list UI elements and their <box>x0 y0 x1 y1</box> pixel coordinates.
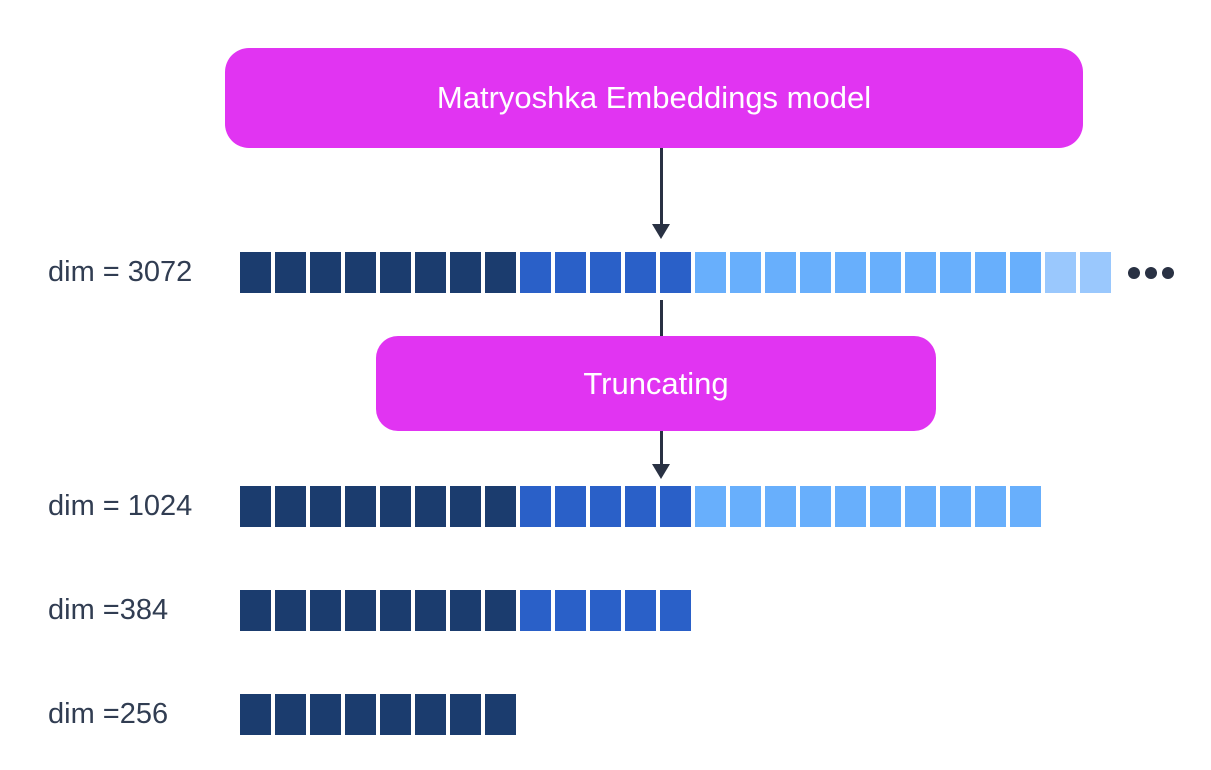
embedding-block-navy <box>345 486 376 527</box>
embedding-block-navy <box>310 486 341 527</box>
embedding-block-navy <box>240 694 271 735</box>
embedding-block-medium-blue <box>660 590 691 631</box>
embedding-block-navy <box>485 590 516 631</box>
embedding-block-navy <box>275 590 306 631</box>
dot-icon <box>1145 266 1157 279</box>
embedding-block-navy <box>485 694 516 735</box>
embedding-block-light-blue <box>975 252 1006 293</box>
embedding-block-navy <box>450 486 481 527</box>
embedding-block-light-blue <box>1010 486 1041 527</box>
embedding-block-light-blue <box>765 252 796 293</box>
embedding-block-navy <box>415 694 446 735</box>
arrow-down-icon <box>652 464 670 479</box>
embedding-block-light-blue <box>835 486 866 527</box>
dim-1024-label: dim = 1024 <box>48 490 193 522</box>
embedding-blocks-3072 <box>240 252 1111 293</box>
embedding-block-navy <box>275 252 306 293</box>
embedding-block-light-blue <box>870 252 901 293</box>
embedding-block-navy <box>380 486 411 527</box>
embedding-block-navy <box>310 252 341 293</box>
truncating-box-label: Truncating <box>583 365 729 401</box>
embedding-block-medium-blue <box>520 486 551 527</box>
embedding-block-light-blue <box>730 252 761 293</box>
embedding-block-light-blue <box>695 252 726 293</box>
truncating-box: Truncating <box>376 336 936 431</box>
embedding-block-navy <box>415 252 446 293</box>
embedding-block-light-blue <box>940 486 971 527</box>
embedding-block-medium-blue <box>590 252 621 293</box>
embedding-block-medium-blue <box>520 252 551 293</box>
embedding-block-navy <box>450 252 481 293</box>
embedding-block-medium-blue <box>660 486 691 527</box>
embedding-row-256: dim =256 <box>0 694 1211 735</box>
model-box-label: Matryoshka Embeddings model <box>436 80 872 115</box>
embedding-blocks-1024 <box>240 486 1041 527</box>
embedding-block-navy <box>450 590 481 631</box>
embedding-block-light-blue <box>975 486 1006 527</box>
arrow-down-icon <box>652 224 670 239</box>
embedding-block-light-blue <box>870 486 901 527</box>
embedding-block-navy <box>240 486 271 527</box>
embedding-block-navy <box>485 486 516 527</box>
embedding-row-384: dim =384 <box>0 590 1211 631</box>
embedding-block-light-blue <box>730 486 761 527</box>
embedding-block-navy <box>275 694 306 735</box>
dim-256-label: dim =256 <box>48 698 169 730</box>
embedding-block-light-blue <box>835 252 866 293</box>
embedding-block-navy <box>380 252 411 293</box>
embedding-row-1024: dim = 1024 <box>0 486 1211 527</box>
embedding-block-light-blue <box>905 252 936 293</box>
embedding-block-navy <box>415 486 446 527</box>
embedding-block-medium-blue <box>660 252 691 293</box>
embedding-block-medium-blue <box>590 590 621 631</box>
embedding-block-light-blue <box>695 486 726 527</box>
embedding-block-medium-blue <box>625 252 656 293</box>
embedding-block-medium-blue <box>555 252 586 293</box>
embedding-block-navy <box>450 694 481 735</box>
dim-3072-label: dim = 3072 <box>48 256 193 288</box>
model-box: Matryoshka Embeddings model <box>225 48 1083 148</box>
dot-icon <box>1128 266 1140 279</box>
embedding-blocks-256 <box>240 694 516 735</box>
embedding-row-3072: dim = 3072 <box>0 252 1211 293</box>
embedding-block-navy <box>380 590 411 631</box>
embedding-block-light-blue <box>800 486 831 527</box>
embedding-block-navy <box>310 590 341 631</box>
embedding-block-pale-blue <box>1045 252 1076 293</box>
embedding-block-navy <box>240 590 271 631</box>
embedding-block-navy <box>380 694 411 735</box>
embedding-block-navy <box>240 252 271 293</box>
embedding-block-pale-blue <box>1080 252 1111 293</box>
embedding-block-medium-blue <box>520 590 551 631</box>
embedding-block-navy <box>345 694 376 735</box>
ellipsis-icon <box>1128 252 1174 293</box>
embedding-block-medium-blue <box>555 486 586 527</box>
embedding-block-navy <box>310 694 341 735</box>
line-3072-to-truncating <box>660 300 663 336</box>
embedding-block-medium-blue <box>555 590 586 631</box>
embedding-block-navy <box>345 252 376 293</box>
embedding-block-light-blue <box>765 486 796 527</box>
embedding-block-navy <box>485 252 516 293</box>
embedding-block-light-blue <box>905 486 936 527</box>
embedding-block-light-blue <box>800 252 831 293</box>
embedding-block-navy <box>415 590 446 631</box>
embedding-block-medium-blue <box>625 590 656 631</box>
arrow-line-model-to-3072 <box>660 148 663 224</box>
dim-384-label: dim =384 <box>48 594 169 626</box>
embedding-block-light-blue <box>940 252 971 293</box>
dot-icon <box>1162 266 1174 279</box>
arrow-line-truncating-to-1024 <box>660 431 663 465</box>
embedding-block-navy <box>345 590 376 631</box>
embedding-blocks-384 <box>240 590 691 631</box>
embedding-block-medium-blue <box>625 486 656 527</box>
embedding-block-light-blue <box>1010 252 1041 293</box>
embedding-block-medium-blue <box>590 486 621 527</box>
embedding-block-navy <box>275 486 306 527</box>
